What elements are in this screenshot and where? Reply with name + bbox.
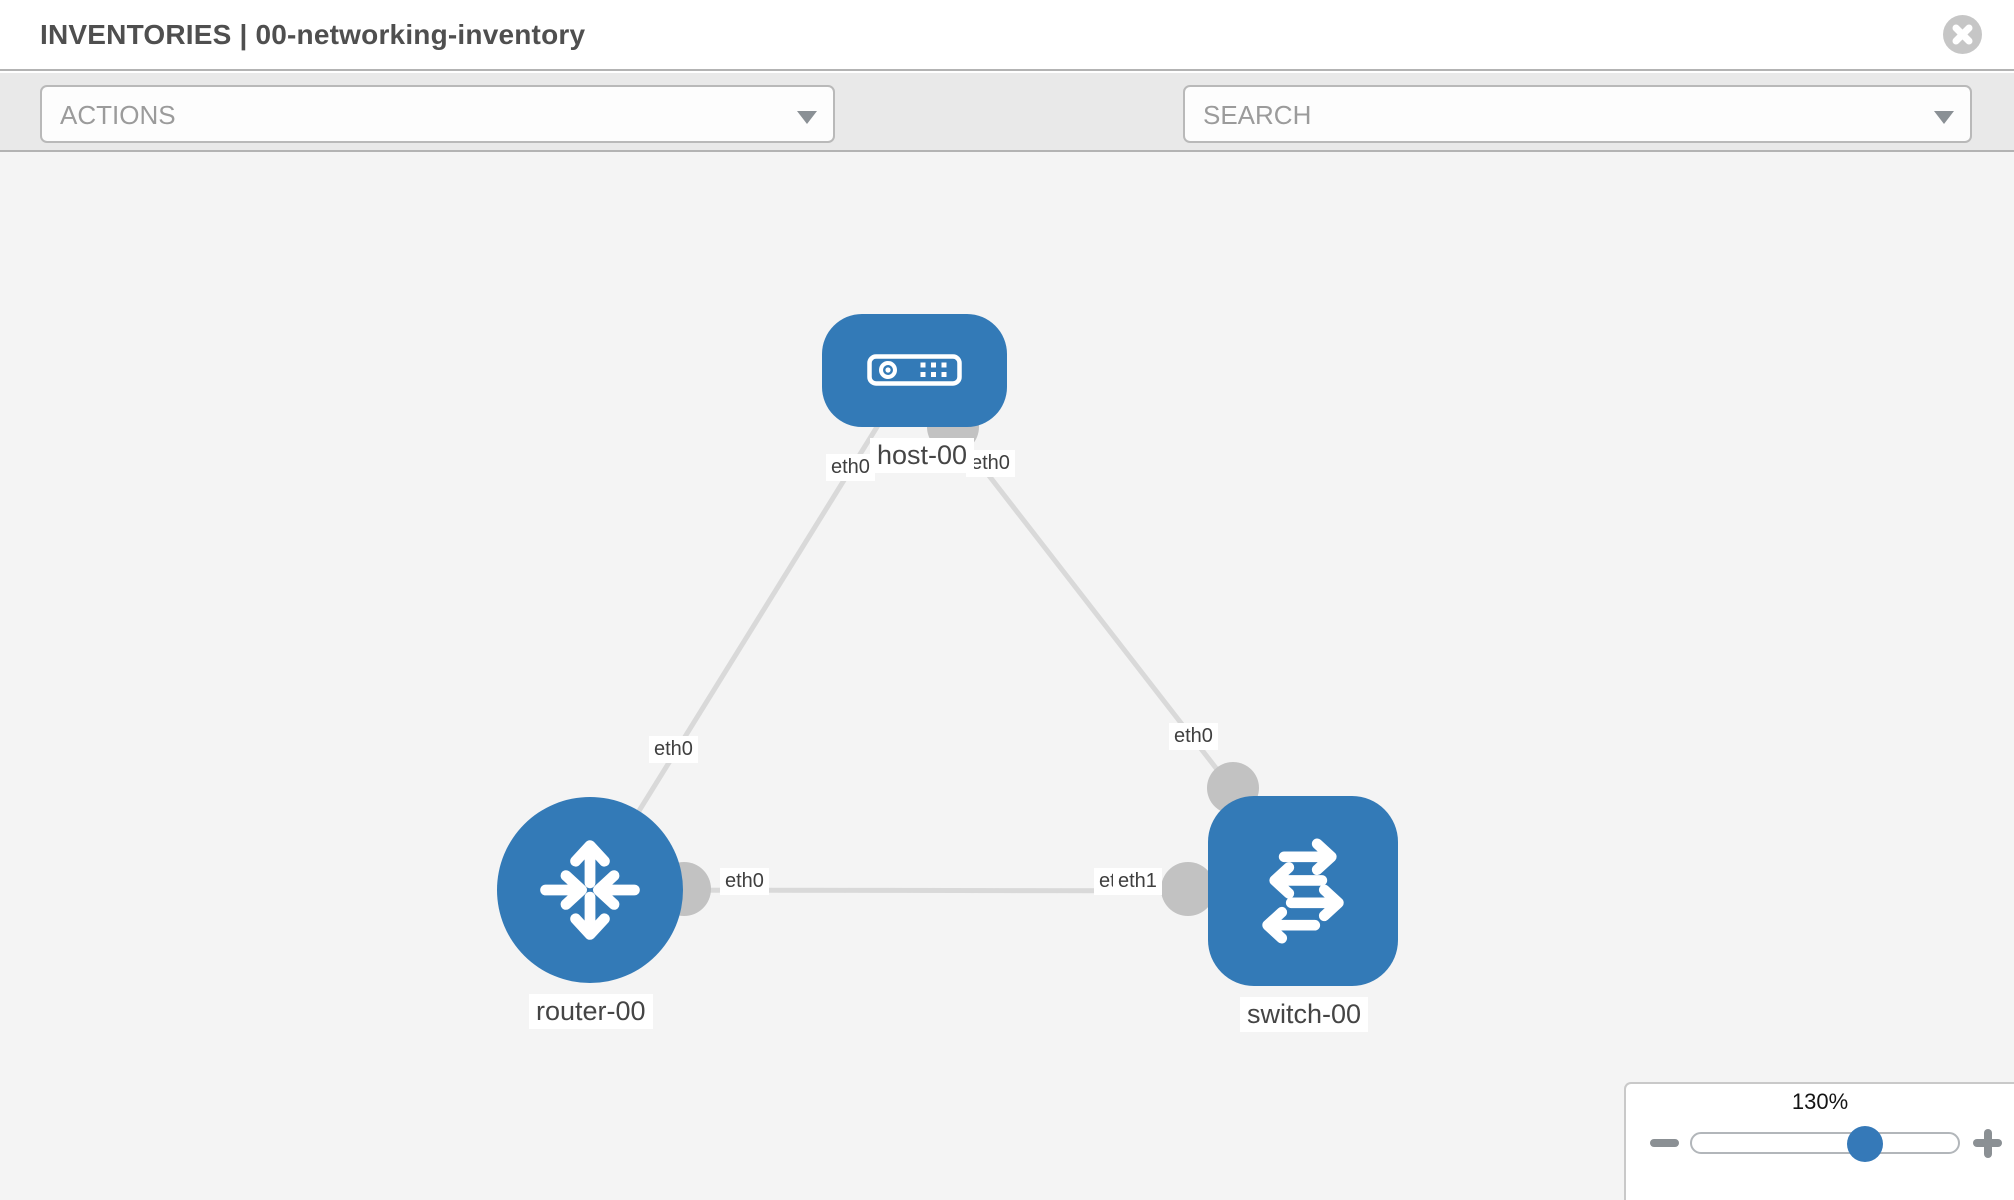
chevron-down-icon: [1934, 111, 1954, 124]
switch-icon: [1262, 838, 1344, 944]
node-label-router: router-00: [529, 994, 653, 1029]
chevron-down-icon: [797, 111, 817, 124]
zoom-out-minus-icon[interactable]: [1650, 1139, 1679, 1147]
node-label-host: host-00: [870, 438, 975, 473]
close-x-glyph: [1952, 24, 1973, 45]
zoom-slider-track[interactable]: [1690, 1132, 1960, 1154]
header: INVENTORIES | 00-networking-inventory: [0, 0, 2014, 71]
topology-canvas[interactable]: eth0 eth0 eth0 eth0 eth0 eth0 eth1 host-…: [0, 152, 2014, 1200]
node-router-00[interactable]: [497, 797, 683, 983]
port-switch-left: [1161, 862, 1215, 916]
zoom-level-value: 130%: [1791, 1089, 1849, 1114]
host-icon: [867, 354, 962, 386]
search-placeholder: SEARCH: [1203, 100, 1312, 130]
toolbar: ACTIONS SEARCH: [0, 73, 2014, 207]
zoom-slider-thumb[interactable]: [1847, 1126, 1883, 1162]
iface-label: eth0: [720, 868, 769, 895]
iface-label: eth1: [1113, 868, 1162, 895]
links-layer: [587, 412, 1304, 894]
iface-label: eth0: [1169, 723, 1218, 750]
close-icon[interactable]: [1943, 15, 1982, 54]
plus-icon-bar: [1983, 1128, 1992, 1158]
zoom-control-panel: 130%: [1624, 1082, 2014, 1200]
node-label-switch: switch-00: [1240, 997, 1369, 1032]
actions-dropdown[interactable]: ACTIONS: [40, 85, 835, 143]
router-icon: [540, 840, 640, 940]
node-switch-00[interactable]: [1208, 796, 1398, 986]
iface-label: eth0: [826, 454, 875, 481]
iface-label: eth0: [966, 450, 1015, 477]
search-dropdown[interactable]: SEARCH: [1183, 85, 1972, 143]
page-title: INVENTORIES | 00-networking-inventory: [40, 19, 586, 50]
node-host-00[interactable]: [822, 314, 1007, 427]
iface-label: eth0: [649, 736, 698, 763]
actions-dropdown-label: ACTIONS: [60, 100, 176, 130]
